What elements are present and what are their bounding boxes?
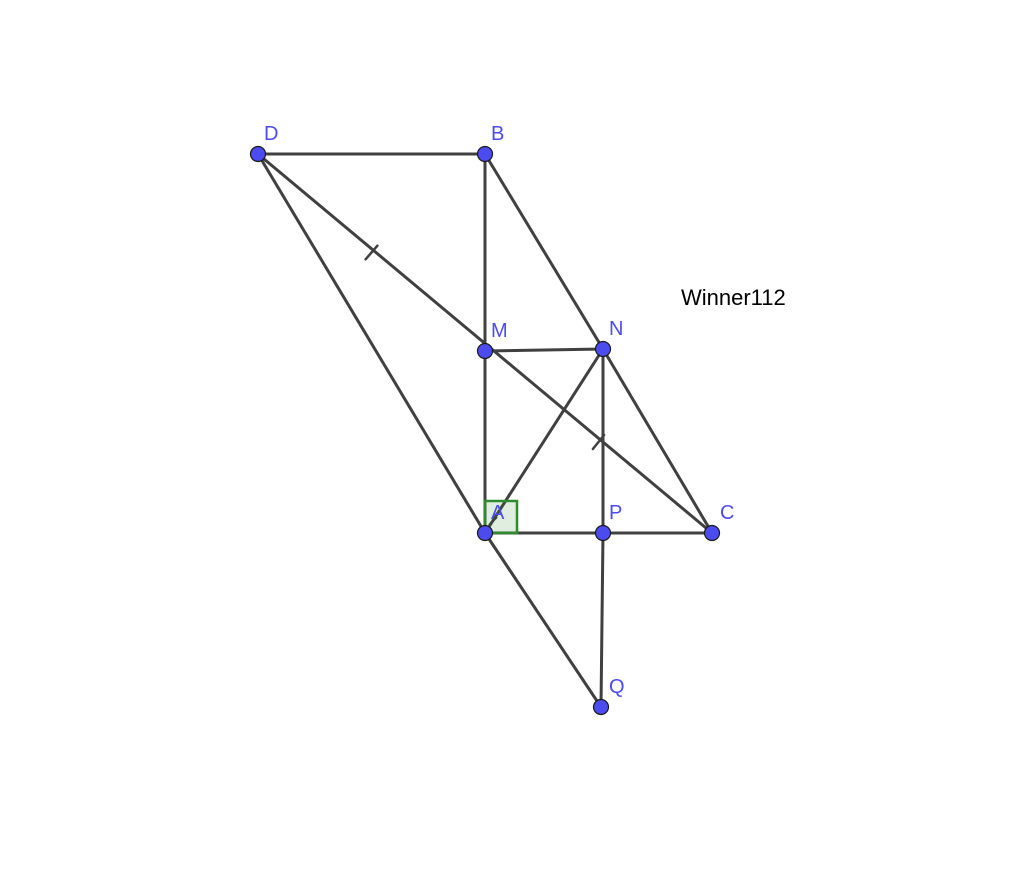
point-b bbox=[476, 145, 494, 163]
point-label-c: C bbox=[720, 502, 734, 524]
segment-mn bbox=[483, 347, 605, 353]
point-d bbox=[249, 145, 267, 163]
segment-an bbox=[483, 347, 605, 535]
point-label-p: P bbox=[609, 502, 622, 524]
point-p bbox=[594, 524, 612, 542]
segments-layer bbox=[256, 152, 714, 709]
point-m bbox=[476, 342, 494, 360]
point-q bbox=[592, 698, 610, 716]
segment-pq bbox=[599, 531, 605, 709]
segment-da bbox=[256, 152, 487, 535]
point-label-b: B bbox=[491, 123, 504, 145]
points-layer bbox=[249, 145, 721, 716]
labels-layer: D B M N A P C Q bbox=[264, 123, 734, 698]
segment-nc bbox=[601, 347, 714, 535]
right-angle-marker-A bbox=[483, 499, 519, 535]
segment-aq bbox=[483, 531, 603, 709]
point-label-n: N bbox=[609, 318, 623, 340]
point-c bbox=[703, 524, 721, 542]
point-a bbox=[476, 524, 494, 542]
equal-mark-dm bbox=[364, 244, 379, 261]
point-n bbox=[594, 340, 612, 358]
point-label-d: D bbox=[264, 123, 278, 145]
right-angle-dot bbox=[488, 516, 498, 526]
equal-mark-mc bbox=[591, 433, 606, 451]
credit-text: Winner112 bbox=[681, 285, 786, 310]
point-label-m: M bbox=[491, 320, 508, 342]
point-label-q: Q bbox=[609, 676, 625, 698]
point-label-a: A bbox=[491, 502, 505, 524]
marks-layer bbox=[364, 244, 606, 535]
segment-bn bbox=[483, 152, 605, 351]
